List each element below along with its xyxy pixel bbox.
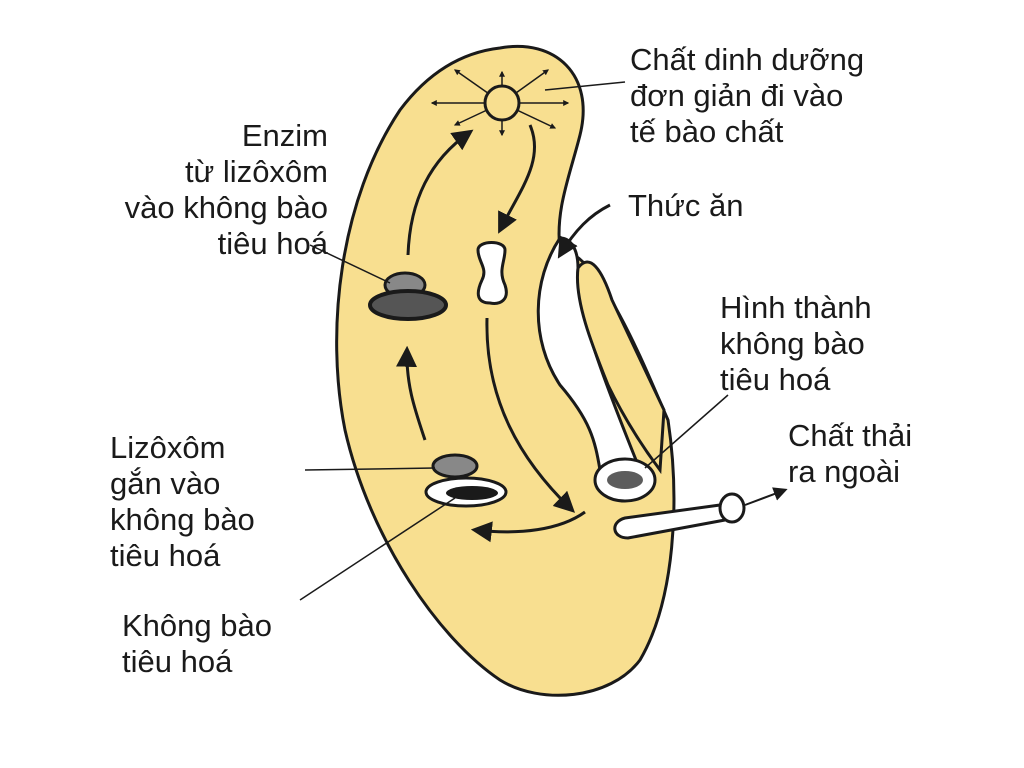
waste-arrow <box>744 487 788 506</box>
anal-pore <box>613 503 726 540</box>
leader-lines <box>299 81 729 601</box>
waste-particle <box>718 492 746 524</box>
label-lysosome: Lizôxôm gắn vào không bào tiêu hoá <box>110 430 255 573</box>
label-digestive-vacuole: Không bào tiêu hoá <box>122 608 272 679</box>
label-waste: Chất thải ra ngoài <box>788 418 913 489</box>
cell-body <box>335 45 676 697</box>
label-nutrients: Chất dinh dưỡng đơn giản đi vào tế bào c… <box>630 42 865 149</box>
food-particles <box>607 471 643 489</box>
nutrient-vacuole <box>483 84 521 122</box>
label-vacuole-formation: Hình thành không bào tiêu hoá <box>720 290 872 397</box>
fused-vacuole <box>368 289 448 321</box>
lysosome-bottom <box>431 453 479 479</box>
pinched-vacuole <box>476 241 508 305</box>
oral-appendage <box>575 260 666 475</box>
label-enzyme: Enzim từ lizôxôm vào không bào tiêu hoá <box>124 118 328 261</box>
label-food: Thức ăn <box>628 188 744 223</box>
flow-arrows <box>396 124 611 543</box>
vacuole-content <box>446 486 498 500</box>
